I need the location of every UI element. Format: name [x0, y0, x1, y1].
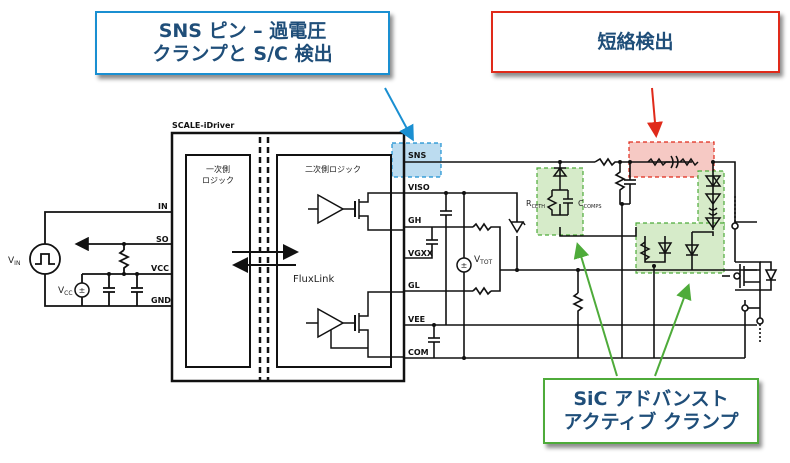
fluxlink-label: FluxLink [293, 274, 334, 285]
primary-logic-label-2: ロジック [202, 176, 234, 185]
pin-in: IN [158, 202, 168, 211]
short-circuit-callout-arrow [646, 87, 663, 138]
pin-com: COM [408, 348, 429, 357]
pulse-icon [35, 253, 55, 265]
primary-logic-box [185, 154, 251, 368]
clamp-network [639, 241, 700, 261]
vin-source-icon [29, 243, 61, 275]
pin-viso: VISO [408, 183, 430, 192]
pin-gl: GL [408, 281, 420, 290]
primary-logic-label-1: 一次側 [206, 164, 230, 174]
secondary-logic-box [276, 154, 392, 368]
zener-diode-icon [508, 218, 526, 234]
clamp-highlight-2 [697, 170, 725, 227]
secondary-wiring [404, 157, 760, 359]
sns-callout-arrow [384, 87, 414, 142]
vtot-label: VTOT [474, 255, 493, 266]
vcc-source-icon [74, 282, 90, 298]
tvs-stack [704, 175, 722, 230]
gate-driver-low [306, 291, 404, 358]
active-clamp-callout-line1: SiC アドバンスト [573, 388, 729, 411]
pin-so: SO [156, 235, 169, 244]
plus-icon: ± [79, 286, 86, 295]
sns-highlight [391, 142, 442, 178]
short-circuit-callout: 短絡検出 [491, 11, 780, 73]
pin-sns: SNS [408, 151, 426, 160]
pin-gh: GH [408, 216, 421, 225]
vin-label: VIN [8, 256, 20, 267]
rceth-ccomps-network [546, 166, 573, 216]
short-circuit-callout-label: 短絡検出 [597, 30, 674, 53]
ccomps-label: CCOMPS [578, 199, 602, 210]
plus-icon: ± [461, 261, 468, 270]
sns-callout-line1: SNS ピン – 過電圧 [158, 20, 327, 43]
sns-callout-line2: クランプと S/C 検出 [152, 43, 333, 65]
gate-driver-high [308, 192, 404, 231]
primary-pins: IN SO VCC GND [151, 202, 171, 305]
sense-resistor-chain [647, 155, 699, 169]
secondary-pins: SNS VISO GH VGXX GL VEE COM [408, 151, 434, 357]
pin-gnd: GND [151, 296, 171, 305]
clamp-callout-arrow-1 [573, 242, 618, 377]
vtot-source-icon [456, 257, 472, 273]
secondary-logic-label: 二次側ロジック [305, 164, 361, 174]
clamp-highlight-3 [635, 222, 725, 274]
driver-box [170, 131, 406, 383]
pin-vgxx: VGXX [408, 249, 434, 258]
active-clamp-callout-line2: アクティブ クランプ [563, 411, 739, 433]
vcc-label: VCC [58, 286, 73, 297]
sic-mosfet-icon [722, 196, 778, 342]
junction-dots [107, 160, 715, 360]
sns-callout: SNS ピン – 過電圧 クランプと S/C 検出 [95, 11, 390, 75]
active-clamp-callout: SiC アドバンスト アクティブ クランプ [543, 378, 759, 444]
pin-vcc: VCC [151, 264, 169, 273]
driver-title: SCALE-iDriver [172, 121, 234, 130]
clamp-callout-arrow-2 [654, 283, 692, 377]
rceth-label: RCETH [526, 199, 545, 210]
pin-vee: VEE [408, 315, 425, 324]
